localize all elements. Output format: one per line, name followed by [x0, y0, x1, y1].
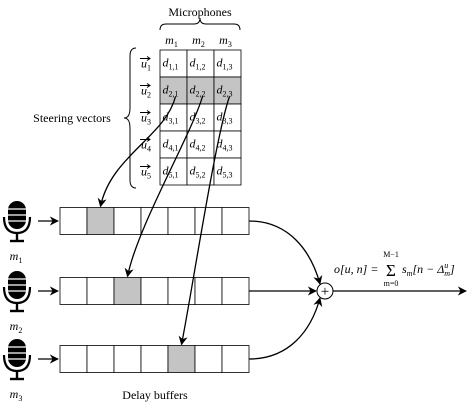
matrix-cell-text-1-3: d1,3: [217, 56, 233, 72]
matrix-column-headers: m1 m2 m3: [165, 33, 232, 49]
matrix-cell-5-2: [186, 157, 215, 186]
buffer-cell: [140, 207, 169, 235]
matrix-cell-text-5-3: d5,3: [217, 164, 233, 180]
microphone-icon: [2, 339, 32, 381]
mic-label-m2: m2: [10, 319, 23, 335]
microphones-header: Microphones: [168, 5, 232, 19]
matrix-cell-text-1-2: d1,2: [190, 56, 206, 72]
buffer-cell: [59, 207, 88, 235]
svg-text:o[u, n] =: o[u, n] =: [334, 262, 378, 276]
buffer-cell: [113, 207, 142, 235]
buffer-cell: [86, 277, 115, 305]
formula-sum-top: M−1: [383, 250, 399, 259]
buffer-cell: [194, 345, 223, 373]
formula-term: s: [402, 262, 407, 276]
buffer-cell: [59, 277, 88, 305]
delay-selection-arrow-m1: [97, 96, 177, 208]
matrix-cell-text-2-1: d2,1: [163, 83, 179, 99]
matrix-cell-text-4-2: d4,2: [190, 137, 206, 153]
delay-selection-arrows: [97, 96, 231, 346]
buffer-cell: [113, 345, 142, 373]
microphone-column: m1 m2 m3: [2, 201, 59, 403]
matrix-cell-text-5-1: d5,1: [163, 164, 179, 180]
buffer-cell: [221, 345, 250, 373]
column-header-m1: m1: [165, 33, 178, 49]
steering-vectors-label: Steering vectors: [33, 111, 111, 125]
mic-label-m1: m1: [10, 249, 23, 265]
matrix-cell-4-3: [213, 130, 242, 159]
formula-arg-sup: u: [444, 261, 448, 270]
buffer-output-arrow-3: [248, 297, 323, 360]
matrix-cell-text-3-3: d3,3: [217, 110, 233, 126]
buffer-output-arrows: [248, 220, 323, 360]
formula-arg-close: ]: [449, 262, 455, 276]
buffer-cell: [221, 277, 250, 305]
matrix-cell-2-3: [213, 76, 242, 105]
matrix-cell-text-3-2: d3,2: [190, 110, 206, 126]
buffer-cell: [140, 345, 169, 373]
delay-buffer-m2: [59, 277, 250, 305]
matrix-cell-text-2-2: d2,2: [190, 83, 206, 99]
buffer-cell: [167, 207, 196, 235]
row-label-u2-text: u2: [141, 84, 151, 100]
matrix-cell-text-5-2: d5,2: [190, 164, 206, 180]
row-label-u2: u2: [140, 83, 151, 100]
row-label-u5: u5: [140, 164, 151, 181]
row-label-u3: u3: [140, 110, 151, 127]
matrix-cell-text-1-1: d1,1: [163, 56, 179, 72]
microphone-icon: [2, 201, 32, 243]
delay-selection-arrow-m2: [124, 96, 204, 278]
buffer-cell: [86, 345, 115, 373]
summation-symbol: +: [321, 284, 329, 300]
row-label-u3-text: u3: [141, 111, 151, 127]
buffer-cell: [113, 277, 142, 305]
buffer-cell: [194, 277, 223, 305]
delay-buffer-m1: [59, 207, 250, 235]
delay-buffer-rows: [59, 207, 250, 373]
buffer-cell: [221, 207, 250, 235]
formula-sum-symbol: Σ: [386, 261, 396, 280]
delay-buffer-m3: [59, 345, 250, 373]
delay-buffers-label: Delay buffers: [122, 388, 188, 402]
buffer-cell: [194, 207, 223, 235]
buffer-cell: [86, 207, 115, 235]
row-label-u5-text: u5: [141, 165, 151, 181]
matrix-cell-text-4-3: d4,3: [217, 137, 233, 153]
mic-label-m3: m3: [10, 387, 23, 403]
matrix-cell-1-3: [213, 49, 242, 78]
matrix-cell-3-3: [213, 103, 242, 132]
formula-arg-sub: m: [444, 269, 450, 278]
column-header-m2: m2: [192, 33, 205, 49]
formula-arg: [n − Δ: [412, 262, 444, 276]
column-header-m3: m3: [219, 33, 232, 49]
buffer-cell: [59, 345, 88, 373]
matrix-cell-1-1: [159, 49, 188, 78]
microphones-brace: [159, 17, 241, 31]
buffer-cell: [167, 345, 196, 373]
svg-text:sm[n − Δum]: sm[n − Δum]: [402, 261, 455, 278]
formula-term-sub: m: [407, 269, 413, 278]
delay-selection-arrow-m3: [178, 96, 231, 346]
row-label-u4-text: u4: [141, 138, 151, 154]
matrix-row-labels: u1 u2 u3 u4 u5: [140, 56, 151, 181]
matrix-cell-5-3: [213, 157, 242, 186]
row-label-u1-text: u1: [141, 57, 151, 73]
buffer-output-arrow-1: [248, 220, 323, 285]
formula-lhs: o[u, n] =: [334, 262, 378, 276]
microphone-icon: [2, 271, 32, 313]
matrix-cell-text-4-1: d4,1: [163, 137, 179, 153]
matrix-cell-text-2-3: d2,3: [217, 83, 233, 99]
formula-sum-bottom: m=0: [384, 279, 399, 288]
row-label-u1: u1: [140, 56, 151, 73]
buffer-cell: [140, 277, 169, 305]
steering-vectors-brace: [123, 47, 137, 189]
